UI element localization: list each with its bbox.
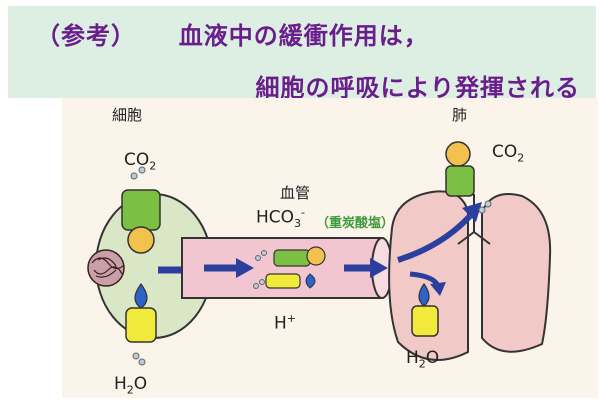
bicarbonate-note: （重炭酸塩） — [316, 216, 395, 231]
banner-prefix: （参考） — [36, 22, 136, 50]
lung-illustration — [388, 141, 552, 361]
co2-main: CO — [492, 142, 518, 162]
banner-title-line1: （参考） 血液中の緩衝作用は， — [36, 16, 429, 51]
yellow-person-icon — [411, 282, 439, 337]
h2o-pre: H — [114, 374, 127, 394]
cell-label: 細胞 — [112, 106, 143, 124]
hco3-label: HCO3- — [256, 206, 305, 230]
co2-main: CO — [124, 150, 150, 170]
co2-cell-label: CO2 — [124, 150, 156, 172]
h2o-cell-label: H2O — [114, 374, 147, 396]
yellow-person-icon — [265, 273, 316, 289]
banner-line1-text: 血液中の緩衝作用は， — [178, 22, 429, 50]
yellow-person-icon — [125, 282, 157, 343]
hco3-sup: - — [301, 206, 306, 219]
green-person-icon — [273, 246, 326, 267]
banner-title-line2: 細胞の呼吸により発揮される — [255, 74, 580, 102]
h2o-sub: 2 — [418, 357, 426, 371]
bubbles-icon — [478, 200, 492, 214]
title-banner: （参考） 血液中の緩衝作用は， 細胞の呼吸により発揮される — [8, 6, 596, 102]
nucleus-icon — [87, 249, 125, 287]
hco3-sub: 3 — [294, 217, 302, 231]
h2o-lung-label: H2O — [406, 348, 439, 370]
h2o-post: O — [425, 348, 440, 368]
co2-sub: 2 — [517, 151, 525, 165]
h2o-pre: H — [406, 348, 419, 368]
h-plus-main: H — [274, 313, 287, 334]
illustration-panel: 細胞 CO2 血管 HCO3- （重炭酸塩） H+ 肺 CO2 H2O H2O — [62, 98, 598, 398]
lung-label: 肺 — [452, 106, 468, 124]
hco3-main: HCO — [256, 207, 295, 228]
bubbles-icon — [130, 166, 146, 366]
green-person-icon — [445, 141, 475, 197]
vessel-illustration — [181, 237, 393, 299]
green-person-icon — [121, 189, 161, 254]
bubbles-icon — [253, 250, 267, 289]
h2o-sub: 2 — [126, 383, 134, 397]
h2o-post: O — [133, 374, 148, 394]
illustration-svg — [87, 141, 552, 366]
co2-lung-label: CO2 — [492, 142, 524, 164]
h-plus-label: H+ — [274, 312, 296, 334]
vessel-label: 血管 — [280, 184, 311, 202]
co2-sub: 2 — [149, 159, 157, 173]
h-plus-sup: + — [286, 312, 297, 325]
